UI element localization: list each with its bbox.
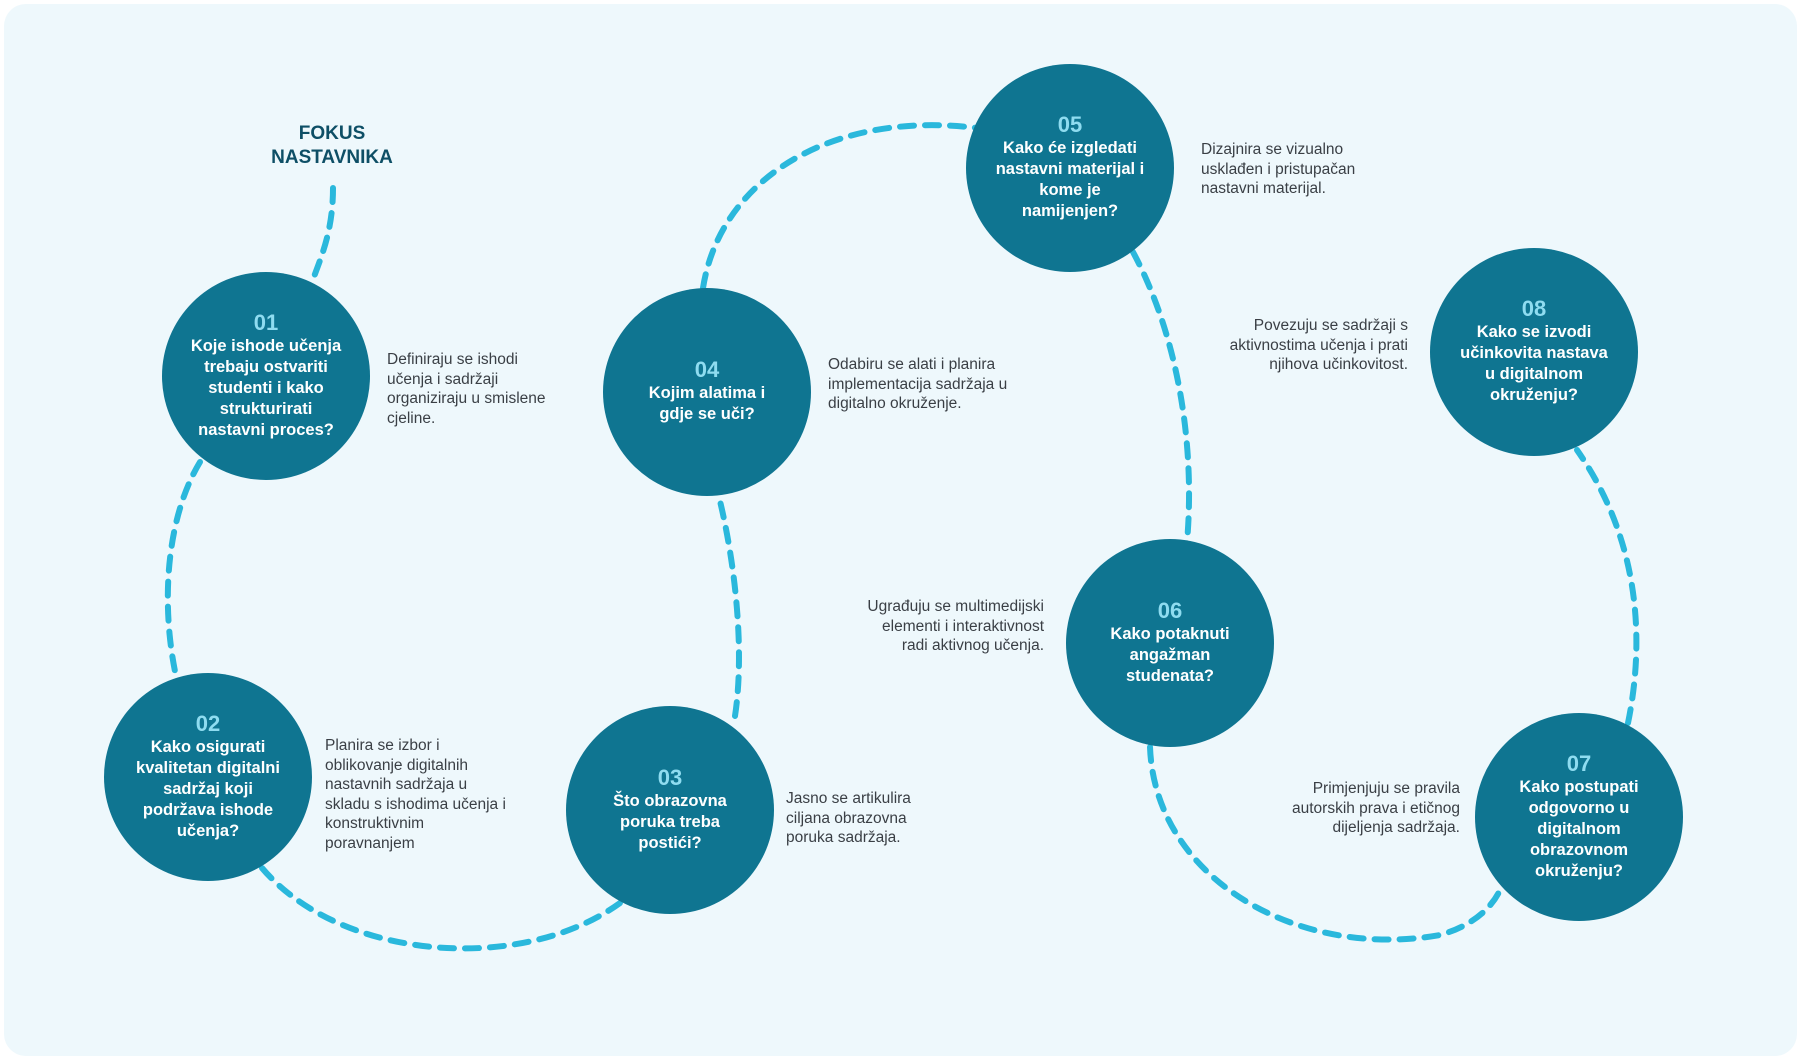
step-03-description: Jasno se artikulira ciljana obrazovna po… [786, 790, 911, 846]
step-07-node: 07 Kako postupati odgovorno u digitalnom… [1475, 713, 1683, 921]
step-number: 05 [1057, 112, 1083, 137]
step-question: Kako će izgledati nastavni materijal i k… [995, 139, 1145, 220]
step-question: Kako se izvodi učinkovita nastava u digi… [1460, 323, 1608, 404]
step-number: 04 [694, 357, 720, 382]
step-number: 02 [195, 710, 221, 736]
step-05-description: Dizajnira se vizualno usklađen i pristup… [1201, 141, 1356, 197]
step-question: Kako potaknuti angažman studenata? [1110, 624, 1230, 685]
step-03-node: 03 Što obrazovna poruka treba postići? [566, 706, 774, 914]
step-01-description: Definiraju se ishodi učenja i sadržaji o… [387, 351, 546, 427]
step-question: Kojim alatima i gdje se uči? [648, 384, 766, 423]
step-02-description: Planira se izbor i oblikovanje digitalni… [325, 737, 506, 852]
step-number: 06 [1157, 597, 1183, 623]
path-start-to-01 [309, 185, 336, 285]
step-number: 08 [1521, 296, 1547, 321]
path-05-to-06 [1130, 249, 1193, 545]
step-question: Što obrazovna poruka treba postići? [613, 791, 727, 852]
step-05-node: 05 Kako će izgledati nastavni materijal … [966, 64, 1174, 272]
step-question: Kako osigurati kvalitetan digitalni sadr… [136, 737, 280, 840]
step-number: 03 [657, 764, 683, 790]
step-number: 07 [1566, 750, 1592, 776]
path-03-to-04 [715, 490, 742, 719]
path-07-to-08 [1574, 447, 1640, 726]
step-04-description: Odabiru se alati i planira implementacij… [828, 356, 1008, 412]
step-number: 01 [253, 309, 279, 335]
step-08-description: Povezuju se sadržaji s aktivnostima učen… [1229, 317, 1408, 373]
step-07-description: Primjenjuju se pravila autorskih prava i… [1291, 780, 1460, 836]
focus-label: FOKUS NASTAVNIKA [271, 123, 393, 168]
step-06-node: 06 Kako potaknuti angažman studenata? [1066, 539, 1274, 747]
step-question: Kako postupati odgovorno u digitalnom ob… [1519, 777, 1639, 880]
step-01-node: 01 Koje ishode učenja trebaju ostvariti … [162, 272, 370, 480]
step-question: Koje ishode učenja trebaju ostvariti stu… [190, 336, 342, 439]
path-04-to-05 [700, 122, 980, 291]
step-04-node: 04 Kojim alatima i gdje se uči? [603, 288, 811, 496]
step-08-node: 08 Kako se izvodi učinkovita nastava u d… [1430, 248, 1638, 456]
path-06-to-07 [1147, 744, 1505, 943]
path-02-to-03 [259, 865, 623, 952]
step-06-description: Ugrađuju se multimedijski elementi i int… [867, 598, 1044, 654]
path-01-to-02 [164, 459, 203, 688]
step-02-node: 02 Kako osigurati kvalitetan digitalni s… [104, 673, 312, 881]
